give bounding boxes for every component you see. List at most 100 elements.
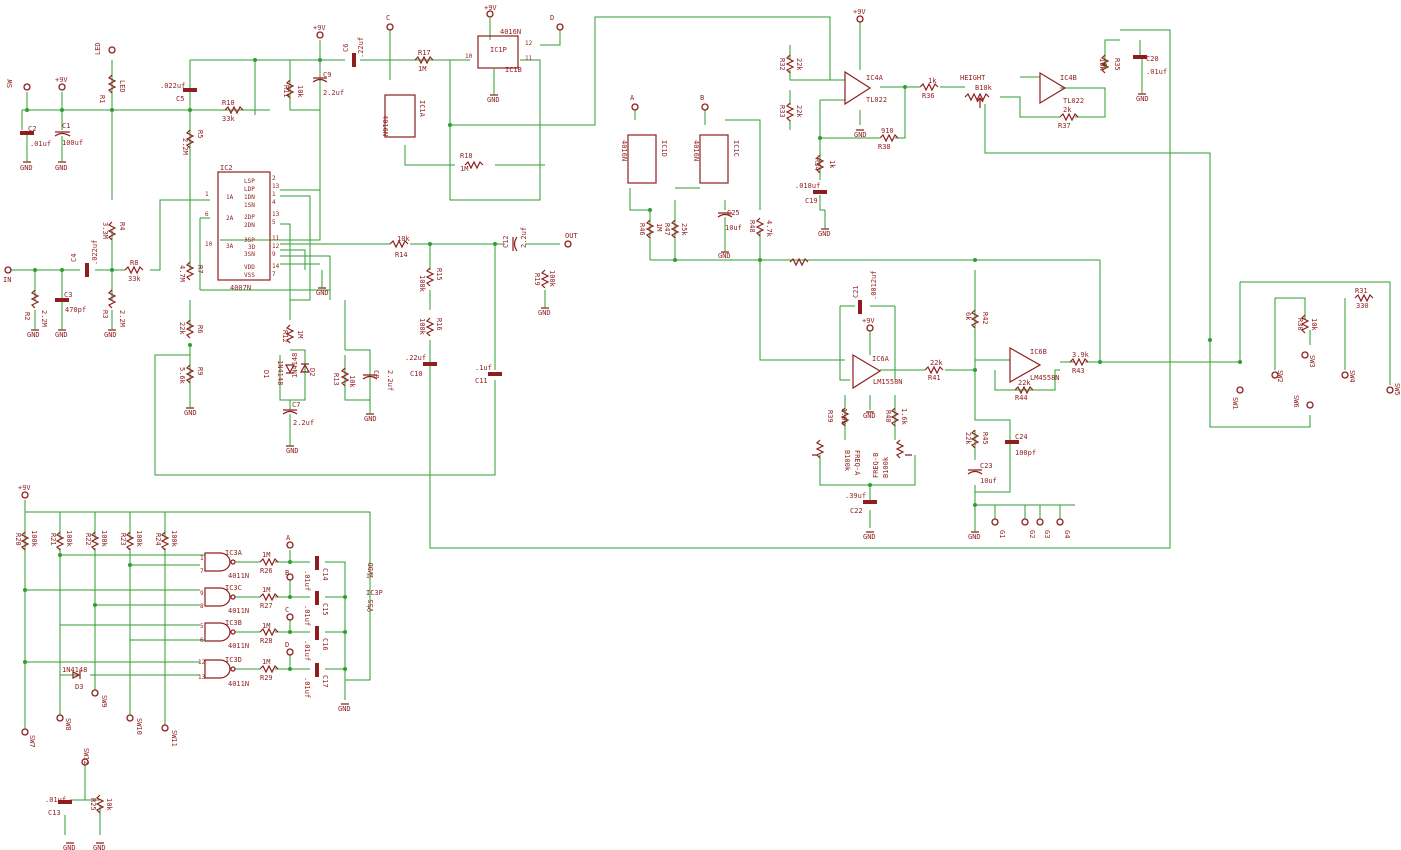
r48-name: R48 bbox=[748, 220, 756, 233]
c16-value: .01uf bbox=[303, 640, 311, 661]
c21-name: C21 bbox=[852, 285, 860, 298]
gnd-label: GND bbox=[718, 252, 731, 260]
d1-name: D1 bbox=[262, 370, 270, 378]
r18-name: R18 bbox=[460, 152, 473, 160]
sw1-label: SW1 bbox=[1231, 397, 1239, 410]
r19-name: R19 bbox=[533, 273, 541, 286]
r16-name: R16 bbox=[435, 318, 443, 331]
pot-freq-b-value: B100k bbox=[882, 456, 890, 478]
gnd-label: GND bbox=[55, 331, 68, 339]
svg-text:1: 1 bbox=[200, 555, 204, 562]
c1-name: C1 bbox=[62, 122, 70, 130]
r13-name: R13 bbox=[332, 373, 340, 386]
svg-text:1: 1 bbox=[205, 191, 209, 198]
pot-freq-b-name: FREQ-B bbox=[872, 453, 880, 478]
wires bbox=[10, 16, 1391, 835]
c6-name: C6 bbox=[342, 44, 350, 52]
ic1p-label: IC1P bbox=[490, 46, 507, 54]
r6-value: 22k bbox=[178, 322, 186, 335]
c10-name: C10 bbox=[410, 370, 423, 378]
g1-label: G1 bbox=[998, 530, 1006, 538]
sw5-label: SW5 bbox=[1393, 383, 1401, 396]
svg-text:10: 10 bbox=[205, 241, 213, 248]
diode-bodies bbox=[72, 363, 311, 679]
svg-text:12: 12 bbox=[525, 40, 533, 47]
gnd-label: GND bbox=[1136, 95, 1149, 103]
c7-value: 2.2uf bbox=[293, 419, 314, 427]
ic2-pin-1a: 1A bbox=[226, 194, 234, 201]
svg-text:14: 14 bbox=[272, 263, 280, 270]
r4-name: R4 bbox=[118, 222, 126, 230]
c22-value: .39uf bbox=[845, 492, 866, 500]
gnd-label: GND bbox=[538, 309, 551, 317]
ic2-pin-2dn: 2DN bbox=[244, 222, 255, 229]
ic2-part: 4007N bbox=[230, 284, 251, 292]
r15-value: 100k bbox=[418, 275, 426, 293]
sw8-label: SW8 bbox=[64, 718, 72, 731]
net-b-label-mid: B bbox=[700, 94, 704, 102]
r46-value: 1M bbox=[655, 223, 663, 231]
r35-value: 10k bbox=[1098, 58, 1106, 71]
c2-name: C2 bbox=[28, 125, 36, 133]
c12-name: C12 bbox=[502, 235, 510, 248]
ic2-pin-3d: 3D bbox=[248, 244, 256, 251]
r9-value: 5.6k bbox=[178, 367, 186, 385]
r17-value: 1M bbox=[418, 65, 426, 73]
ic2-pin-ldp: LDP bbox=[244, 186, 255, 193]
r5-value: 2.2M bbox=[181, 138, 189, 155]
r18-value: 1M bbox=[460, 165, 468, 173]
component-labels: SW +9V LED IN OUT +9V +9V +9V +9V +9V C … bbox=[3, 4, 1401, 850]
ic1c-part: 4016N bbox=[692, 140, 700, 161]
r21-value: 100k bbox=[65, 530, 73, 548]
net-a-label-mid: A bbox=[630, 94, 635, 102]
supply-label-3: +9V bbox=[484, 4, 497, 12]
r48-value: 4.7k bbox=[765, 220, 773, 238]
d3-value: 1N4148 bbox=[62, 666, 87, 674]
pot-height-value: B10k bbox=[975, 84, 993, 92]
ic2-pin-1sn: 1SN bbox=[244, 202, 255, 209]
r23-value: 100k bbox=[135, 530, 143, 548]
c14-value: .01uf bbox=[303, 570, 311, 591]
r36-value: 1k bbox=[928, 77, 937, 85]
supply-label-1: +9V bbox=[55, 76, 68, 84]
r30-value: 10k bbox=[1310, 318, 1318, 331]
gnd-label: GND bbox=[364, 415, 377, 423]
svg-text:8: 8 bbox=[200, 603, 204, 610]
ic3a-part: 4011N bbox=[228, 572, 249, 580]
r14-name: R14 bbox=[395, 251, 408, 259]
ic1d-part: 4016N bbox=[620, 140, 628, 161]
r22-value: 100k bbox=[100, 530, 108, 548]
r42-value: 6k bbox=[964, 312, 972, 321]
r8-value: 33k bbox=[128, 275, 141, 283]
supply-label-5: +9V bbox=[862, 317, 875, 325]
r31-value: 330 bbox=[1356, 302, 1369, 310]
c11-name: C11 bbox=[475, 377, 488, 385]
svg-text:2: 2 bbox=[272, 175, 276, 182]
r33-name: R33 bbox=[778, 105, 786, 118]
c10-value: .22uf bbox=[405, 354, 426, 362]
ic1b-part: 4016N bbox=[500, 28, 521, 36]
c3-value: 470pf bbox=[65, 306, 86, 314]
ic2-pin-3sp: 3SP bbox=[244, 237, 255, 244]
capacitor-bodies bbox=[20, 53, 1147, 804]
r31-name: R31 bbox=[1355, 287, 1368, 295]
g4-label: G4 bbox=[1063, 530, 1071, 538]
ic6a-part: LM1558N bbox=[873, 378, 903, 386]
r20-name: R20 bbox=[14, 533, 22, 546]
ic6b-name: IC6B bbox=[1030, 348, 1047, 356]
net-c-label-bot: C bbox=[285, 606, 289, 614]
c9-name: C9 bbox=[323, 71, 331, 79]
net-d-label-top: D bbox=[550, 14, 554, 22]
g3-label: G3 bbox=[1043, 530, 1051, 538]
r35-name: R35 bbox=[1113, 58, 1121, 71]
junctions bbox=[23, 58, 1242, 671]
r2-value: 2.2M bbox=[40, 310, 48, 327]
d1-value: 1N4148 bbox=[276, 360, 284, 385]
net-a-label-bot: A bbox=[286, 534, 291, 542]
ic3p-name: IC3P bbox=[366, 589, 383, 597]
c2-value: .01uf bbox=[30, 140, 51, 148]
gnd-label: GND bbox=[316, 289, 329, 297]
r14-value: 10k bbox=[397, 235, 410, 243]
ic3p-vss: VSS bbox=[367, 599, 375, 612]
svg-text:10: 10 bbox=[465, 53, 473, 60]
